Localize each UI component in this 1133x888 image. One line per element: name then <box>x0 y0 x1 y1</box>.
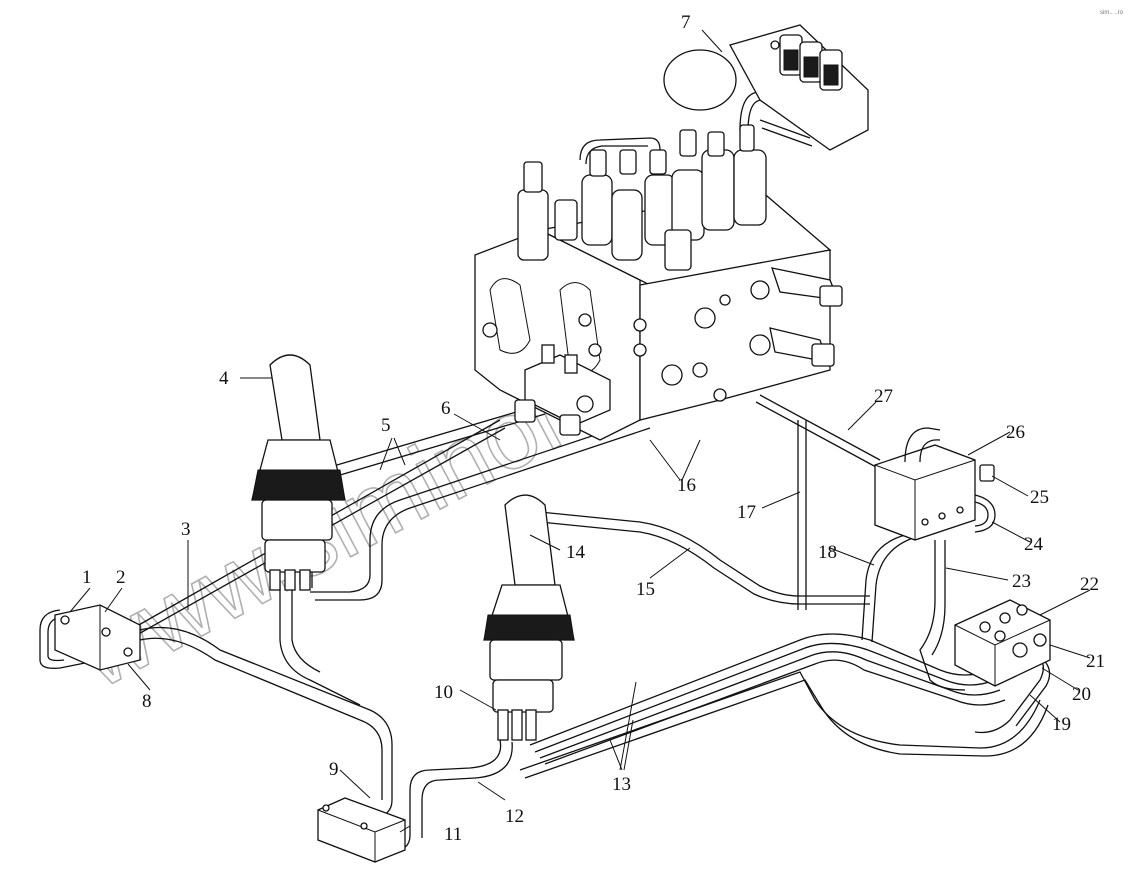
callout-2: 2 <box>116 567 126 588</box>
corner-mark: sim.. ..ro <box>1100 10 1124 16</box>
callout-27: 27 <box>874 386 893 407</box>
joystick-right <box>483 494 575 741</box>
callout-labels: 1 2 3 4 5 6 7 8 9 10 11 12 13 14 15 16 1… <box>82 12 1105 845</box>
callout-25: 25 <box>1030 487 1049 508</box>
callout-12: 12 <box>505 806 524 827</box>
valve-block-26 <box>874 427 995 541</box>
callout-14: 14 <box>566 542 586 563</box>
distributor-block-8 <box>54 604 141 671</box>
callout-13: 13 <box>612 774 631 795</box>
leader-lines <box>69 29 1091 833</box>
callout-5: 5 <box>381 415 391 436</box>
callout-26: 26 <box>1006 422 1025 443</box>
callout-8: 8 <box>142 691 152 712</box>
valve-solenoids <box>517 124 767 271</box>
callout-20: 20 <box>1072 684 1091 705</box>
callout-22: 22 <box>1080 574 1099 595</box>
callout-3: 3 <box>181 519 191 540</box>
callout-9: 9 <box>329 759 339 780</box>
callout-10: 10 <box>434 682 453 703</box>
hose-lines <box>39 91 1051 851</box>
callout-23: 23 <box>1012 571 1031 592</box>
callout-17: 17 <box>737 502 756 523</box>
callout-24: 24 <box>1024 534 1044 555</box>
callout-21: 21 <box>1086 651 1105 672</box>
accumulator-block <box>663 24 869 151</box>
callout-15: 15 <box>636 579 655 600</box>
pedal-block-11 <box>317 797 406 863</box>
callout-18: 18 <box>818 542 837 563</box>
callout-11: 11 <box>444 824 462 845</box>
joystick-left <box>251 354 346 591</box>
callout-19: 19 <box>1052 714 1071 735</box>
callout-16: 16 <box>677 475 696 496</box>
callout-7: 7 <box>681 12 691 33</box>
valve-block-22 <box>954 599 1051 687</box>
main-control-valve <box>474 124 843 441</box>
callout-4: 4 <box>219 368 229 389</box>
callout-1: 1 <box>82 567 92 588</box>
callout-6: 6 <box>441 398 451 419</box>
